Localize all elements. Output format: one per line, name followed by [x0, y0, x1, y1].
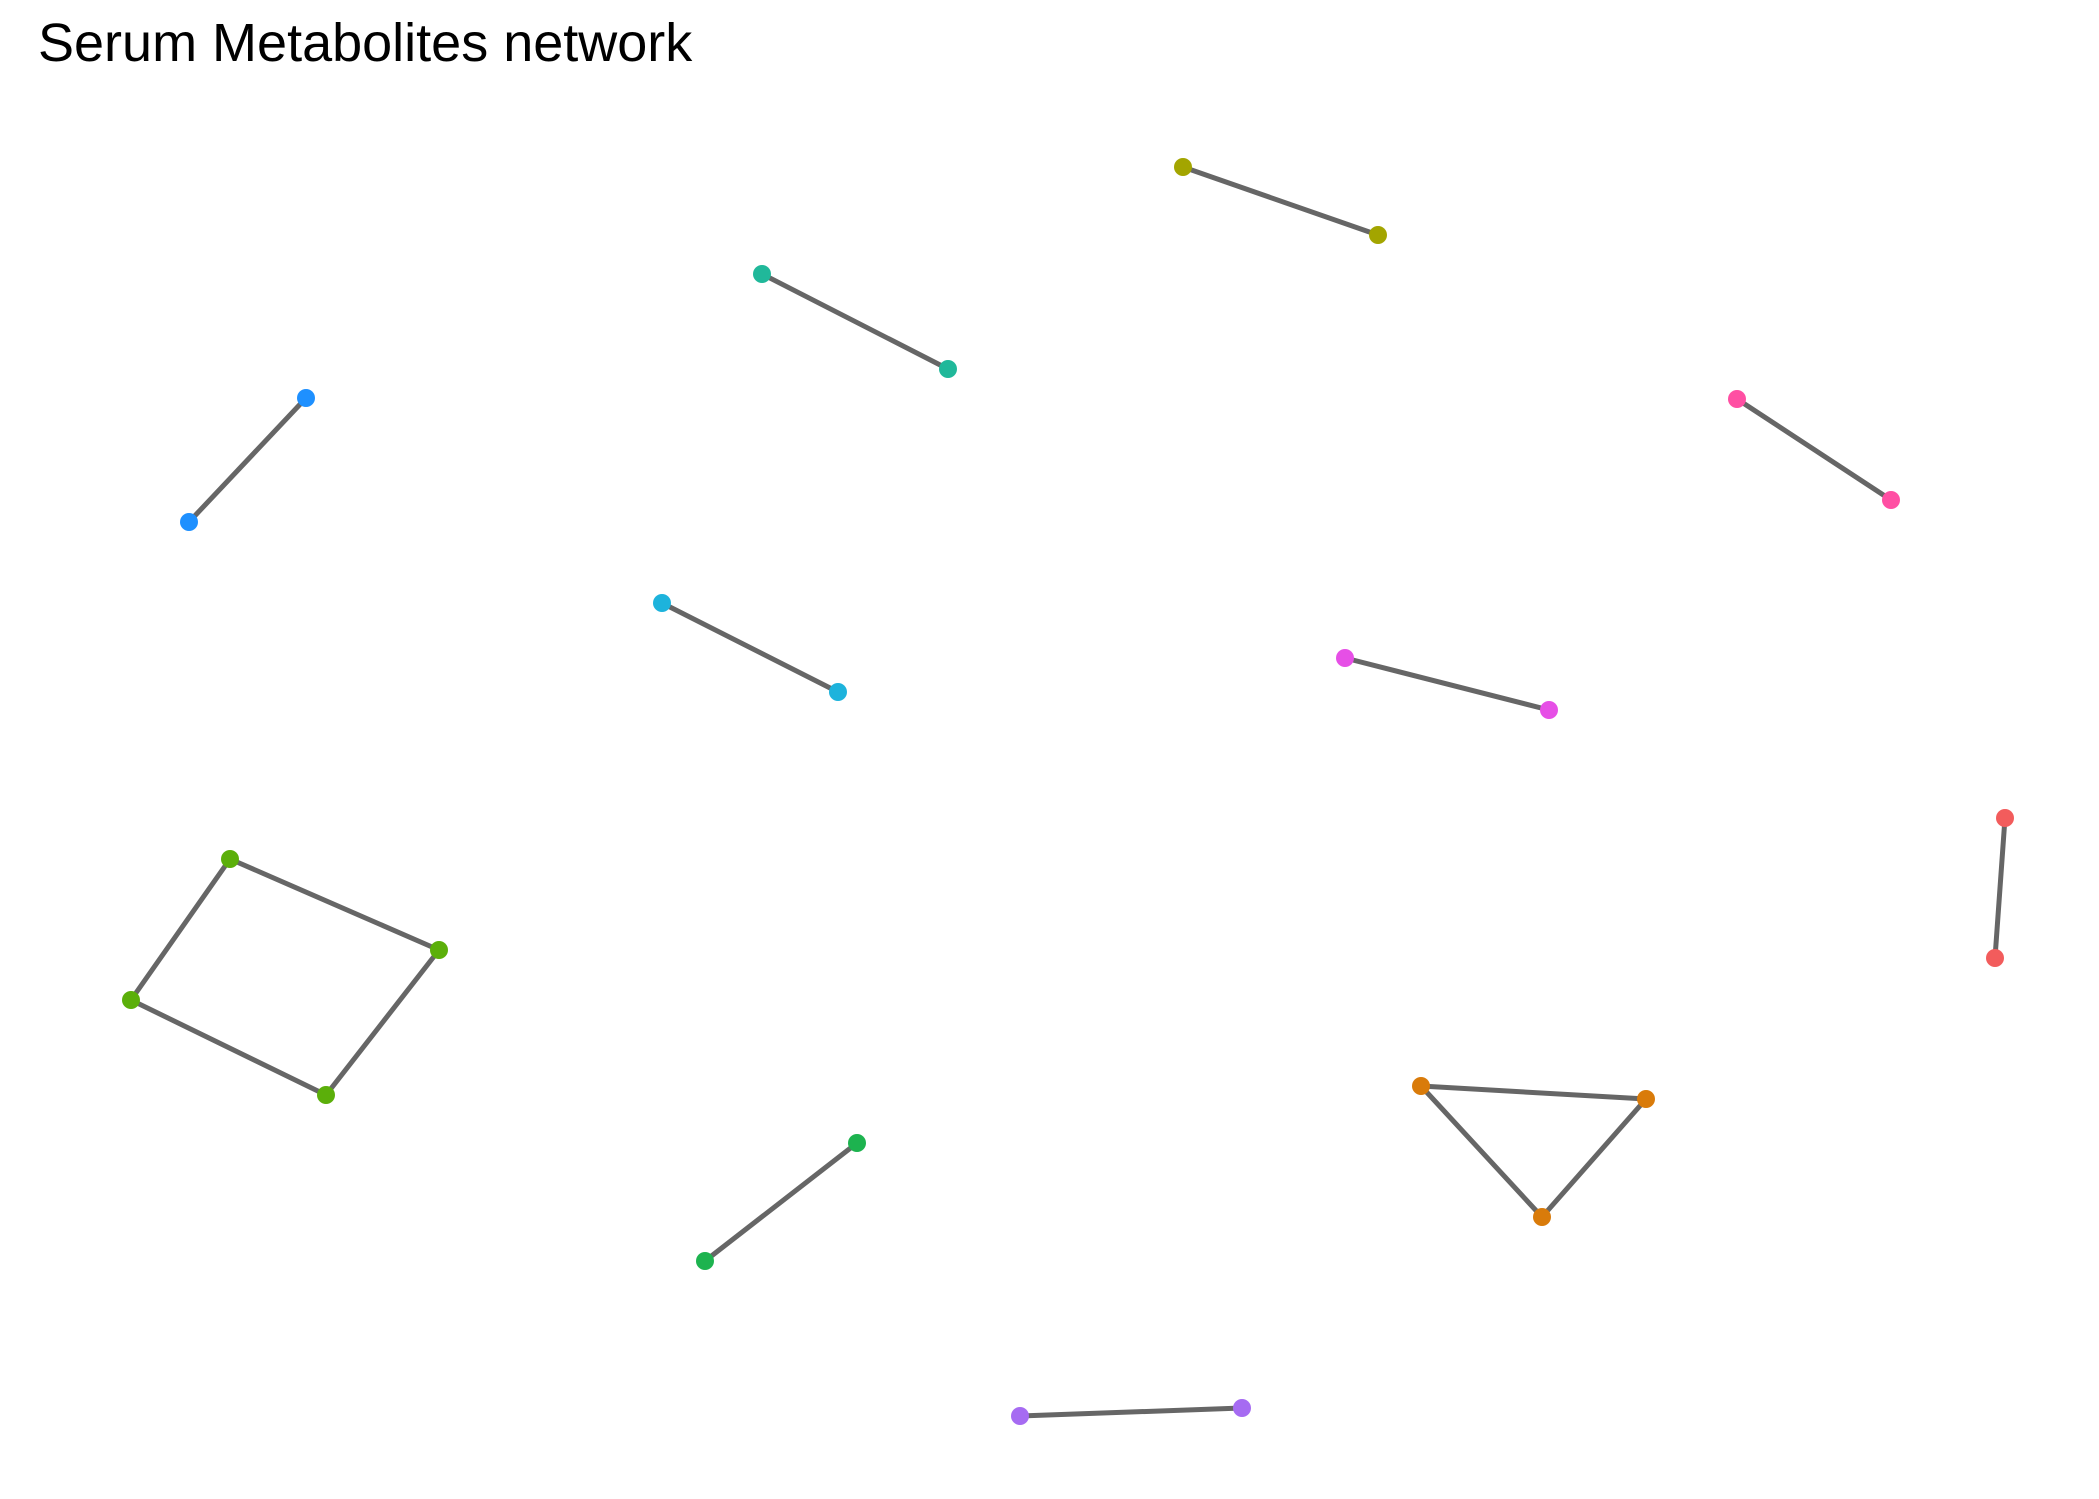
edge-lime-1-lime-2 [227, 856, 442, 953]
edge-orange-3-orange-1 [1418, 1083, 1545, 1220]
node-teal-2[interactable] [939, 360, 957, 378]
node-green-2[interactable] [696, 1252, 714, 1270]
node-red-2[interactable] [1986, 949, 2004, 967]
edge-purple-1-purple-2 [1017, 1405, 1245, 1419]
page-title: Serum Metabolites network [38, 13, 693, 73]
edge-magenta-1-magenta-2 [1342, 655, 1552, 713]
node-magenta-1[interactable] [1336, 649, 1354, 667]
edge-teal-1-teal-2 [759, 271, 951, 372]
node-cyan-1[interactable] [653, 594, 671, 612]
node-cyan-2[interactable] [829, 683, 847, 701]
node-magenta-2[interactable] [1540, 701, 1558, 719]
edge-pink-1-pink-2 [1734, 396, 1894, 503]
node-lime-3[interactable] [122, 991, 140, 1009]
edge-lime-2-lime-4 [323, 947, 442, 1098]
node-olive-1[interactable] [1174, 158, 1192, 176]
edge-cyan-1-cyan-2 [659, 600, 841, 695]
node-olive-2[interactable] [1369, 226, 1387, 244]
node-orange-3[interactable] [1533, 1208, 1551, 1226]
node-green-1[interactable] [848, 1134, 866, 1152]
node-lime-2[interactable] [430, 941, 448, 959]
edge-blue-1-blue-2 [186, 395, 309, 525]
node-purple-1[interactable] [1233, 1399, 1251, 1417]
node-teal-1[interactable] [753, 265, 771, 283]
edge-lime-3-lime-1 [128, 856, 233, 1003]
node-red-1[interactable] [1996, 809, 2014, 827]
node-lime-1[interactable] [221, 850, 239, 868]
edge-green-1-green-2 [702, 1140, 860, 1264]
node-lime-4[interactable] [317, 1086, 335, 1104]
edges-layer [128, 164, 2008, 1419]
node-orange-2[interactable] [1637, 1090, 1655, 1108]
edge-orange-1-orange-2 [1418, 1083, 1649, 1102]
edge-orange-2-orange-3 [1539, 1096, 1649, 1220]
node-orange-1[interactable] [1412, 1077, 1430, 1095]
node-pink-2[interactable] [1882, 491, 1900, 509]
edge-red-1-red-2 [1992, 815, 2008, 961]
edge-olive-1-olive-2 [1180, 164, 1381, 238]
node-purple-2[interactable] [1011, 1407, 1029, 1425]
node-blue-1[interactable] [297, 389, 315, 407]
node-pink-1[interactable] [1728, 390, 1746, 408]
nodes-layer [122, 158, 2014, 1425]
edge-lime-4-lime-3 [128, 997, 329, 1098]
node-blue-2[interactable] [180, 513, 198, 531]
